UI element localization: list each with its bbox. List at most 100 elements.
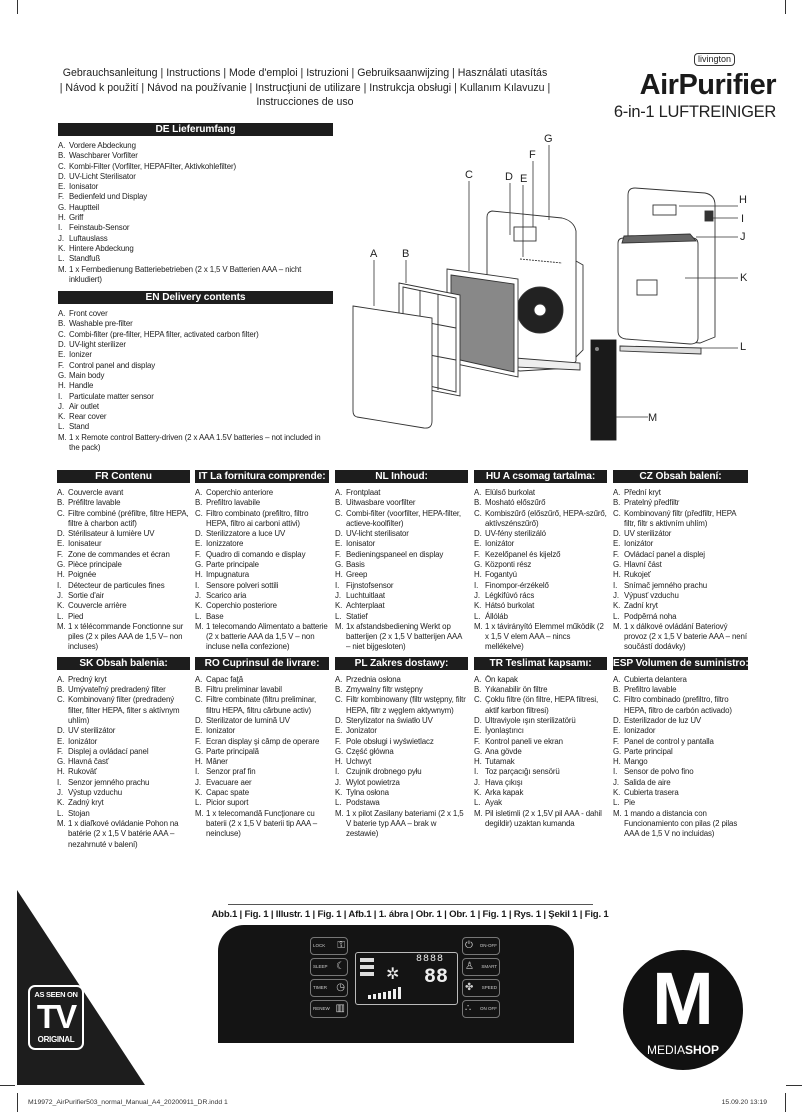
list-item: H.Fogantyú <box>474 570 607 580</box>
item-letter: D. <box>335 529 343 539</box>
item-letter: M. <box>335 808 344 818</box>
list-item: H.Mango <box>613 757 748 767</box>
item-letter: E. <box>335 726 343 736</box>
figure-label-j: J <box>740 231 746 243</box>
list-item: M.1 mando a distancia con Funcionamiento… <box>613 809 748 840</box>
item-letter: A. <box>58 141 66 150</box>
list-item: C.Filtro combinado (prefiltro, filtro HE… <box>613 695 748 716</box>
section-title: EN Delivery contents <box>58 291 333 305</box>
item-letter: G. <box>195 560 204 570</box>
list-item: A.Couvercle avant <box>57 488 190 498</box>
item-letter: B. <box>335 685 343 695</box>
item-letter: C. <box>613 508 621 518</box>
list-item: E.Ionisator <box>335 539 468 549</box>
display-digits-large: 88 <box>424 966 449 989</box>
item-letter: E. <box>58 350 66 360</box>
item-letter: M. <box>58 264 67 274</box>
item-letter: G. <box>57 560 66 570</box>
combi-filter-drawing <box>446 268 519 378</box>
moon-icon: ☾ <box>336 961 345 972</box>
item-letter: K. <box>335 788 343 798</box>
list-item: A.Capac faţă <box>195 675 329 685</box>
list-item: E.Jonizator <box>335 726 468 736</box>
fan-icon: ✲ <box>386 966 400 983</box>
list-item: D.Stérilisateur à lumière UV <box>57 529 190 539</box>
item-letter: I. <box>195 580 200 590</box>
item-text: Pied <box>68 611 84 621</box>
list-item: H.Mâner <box>195 757 329 767</box>
item-letter: E. <box>58 182 66 192</box>
item-letter: B. <box>474 685 482 695</box>
section-title: ESP Volumen de suministro: <box>613 656 748 670</box>
list-item: B.Préfiltre lavable <box>57 498 190 508</box>
item-text: 1 x télécommande Fonctionne sur piles (2… <box>68 621 184 652</box>
crop-mark <box>17 1093 18 1112</box>
item-text: Prefiltro lavable <box>624 685 677 695</box>
item-letter: L. <box>195 798 202 808</box>
item-text: Esterilizador de luz UV <box>624 715 702 725</box>
item-letter: J. <box>474 777 480 787</box>
item-text: Evacuare aer <box>206 777 252 787</box>
item-text: Uchwyt <box>346 757 372 767</box>
item-text: Waschbarer Vorfilter <box>69 151 138 161</box>
mediashop-wordmark: MEDIASHOP <box>647 1043 719 1057</box>
list-item: L.Pie <box>613 798 748 808</box>
list-item: B.Mosható előszűrő <box>474 498 607 508</box>
list-item: B.Filtru preliminar lavabil <box>195 685 329 695</box>
item-letter: K. <box>57 798 65 808</box>
list-item: B.Washable pre-filter <box>58 319 333 329</box>
item-text: Impugnatura <box>206 570 249 580</box>
list-item: D.UV-Licht Sterilisator <box>58 172 333 182</box>
item-text: Frontplaat <box>346 488 381 497</box>
item-letter: L. <box>58 422 65 432</box>
item-text: Statief <box>346 611 368 621</box>
item-text: Capac faţă <box>206 674 243 684</box>
figure-label-d: D <box>505 171 513 183</box>
item-letter: J. <box>335 590 341 600</box>
item-letter: A. <box>335 674 343 684</box>
item-text: Sterilizator de lumină UV <box>206 715 290 725</box>
item-letter: H. <box>57 570 65 580</box>
item-text: Senzor jemného prachu <box>68 777 150 787</box>
item-text: Vordere Abdeckung <box>69 141 136 150</box>
item-letter: F. <box>195 736 201 746</box>
item-letter: G. <box>58 202 67 212</box>
item-letter: I. <box>474 580 479 590</box>
item-letter: E. <box>57 539 65 549</box>
item-text: 1 x Fernbedienung Batteriebetrieben (2 x… <box>69 264 302 284</box>
item-text: Hlavní část <box>624 560 662 570</box>
item-letter: D. <box>57 529 65 539</box>
item-letter: K. <box>58 412 66 422</box>
item-letter: L. <box>613 611 620 621</box>
item-letter: F. <box>335 736 341 746</box>
item-text: Rukojeť <box>624 570 651 580</box>
item-letter: D. <box>474 529 482 539</box>
item-text: Panel de control y pantalla <box>624 736 714 746</box>
crop-mark <box>0 1085 15 1086</box>
lcd-display: 8888 88 ✲ <box>355 952 458 1005</box>
item-text: Ionisateur <box>68 539 102 549</box>
badge-text: ORIGINAL <box>37 1035 75 1044</box>
item-text: Ionisator <box>346 539 376 549</box>
ion-icon: ∴ <box>465 1003 472 1014</box>
item-letter: K. <box>58 243 66 253</box>
item-text: Air outlet <box>69 401 99 411</box>
manual-languages-header: Gebrauchsanleitung | Instructions | Mode… <box>40 66 570 110</box>
item-text: Poignée <box>68 570 97 580</box>
caption-divider <box>228 904 593 905</box>
item-letter: H. <box>195 570 203 580</box>
item-letter: M. <box>613 621 622 631</box>
item-text: Tutamak <box>485 757 515 767</box>
item-text: Coperchio posteriore <box>206 601 277 611</box>
list-item: E.Ionizzatore <box>195 539 329 549</box>
section-title: RO Cuprinsul de livrare: <box>195 656 329 670</box>
item-letter: M. <box>195 808 204 818</box>
item-text: Préfiltre lavable <box>68 498 121 508</box>
list-item: K.Arka kapak <box>474 788 607 798</box>
item-letter: I. <box>58 391 63 401</box>
